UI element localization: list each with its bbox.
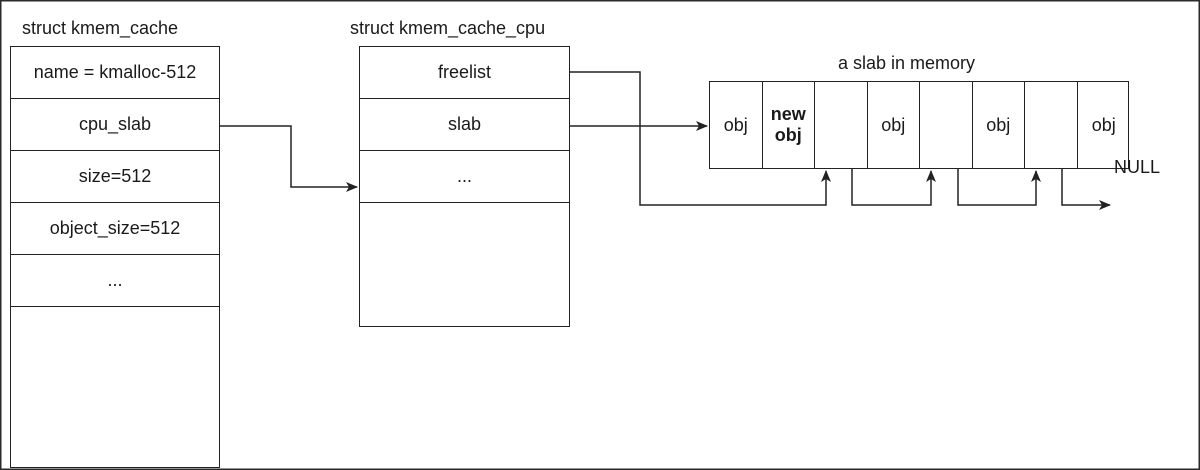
kmem-cache-struct: name = kmalloc-512 cpu_slab size=512 obj… bbox=[10, 46, 220, 468]
free-slot bbox=[920, 82, 973, 168]
kmem-cache-title: struct kmem_cache bbox=[22, 18, 179, 38]
kmem-cache-field-name: name = kmalloc-512 bbox=[11, 47, 219, 99]
kmem-cache-field-size: size=512 bbox=[11, 151, 219, 203]
slab-memory-block: obj new obj obj obj obj bbox=[709, 81, 1129, 169]
slab-object: obj bbox=[868, 82, 920, 168]
kmem-cache-cpu-struct: freelist slab ... bbox=[359, 46, 570, 327]
kmem-cache-cpu-field-ellipsis: ... bbox=[360, 151, 569, 203]
null-terminator-arrow bbox=[1061, 169, 1111, 210]
freelist-pointer-arrow bbox=[570, 71, 831, 206]
slab-object: obj bbox=[710, 82, 763, 168]
new-object: new obj bbox=[763, 82, 815, 168]
free-chain-arrow bbox=[851, 169, 936, 206]
kmem-cache-field-ellipsis: ... bbox=[11, 255, 219, 307]
kmem-cache-field-object-size: object_size=512 bbox=[11, 203, 219, 255]
kmem-cache-cpu-title: struct kmem_cache_cpu bbox=[350, 18, 546, 38]
free-slot bbox=[1025, 82, 1078, 168]
null-label: NULL bbox=[1114, 157, 1161, 177]
kmem-cache-cpu-field-freelist: freelist bbox=[360, 47, 569, 99]
kmem-cache-field-cpu-slab: cpu_slab bbox=[11, 99, 219, 151]
slab-object: obj bbox=[973, 82, 1025, 168]
cpu-slab-pointer-arrow bbox=[220, 125, 358, 192]
kmem-cache-cpu-field-slab: slab bbox=[360, 99, 569, 151]
free-chain-arrow bbox=[957, 169, 1041, 206]
slab-object: obj bbox=[1091, 114, 1116, 135]
free-slot bbox=[815, 82, 868, 168]
slab-title: a slab in memory bbox=[838, 53, 976, 73]
